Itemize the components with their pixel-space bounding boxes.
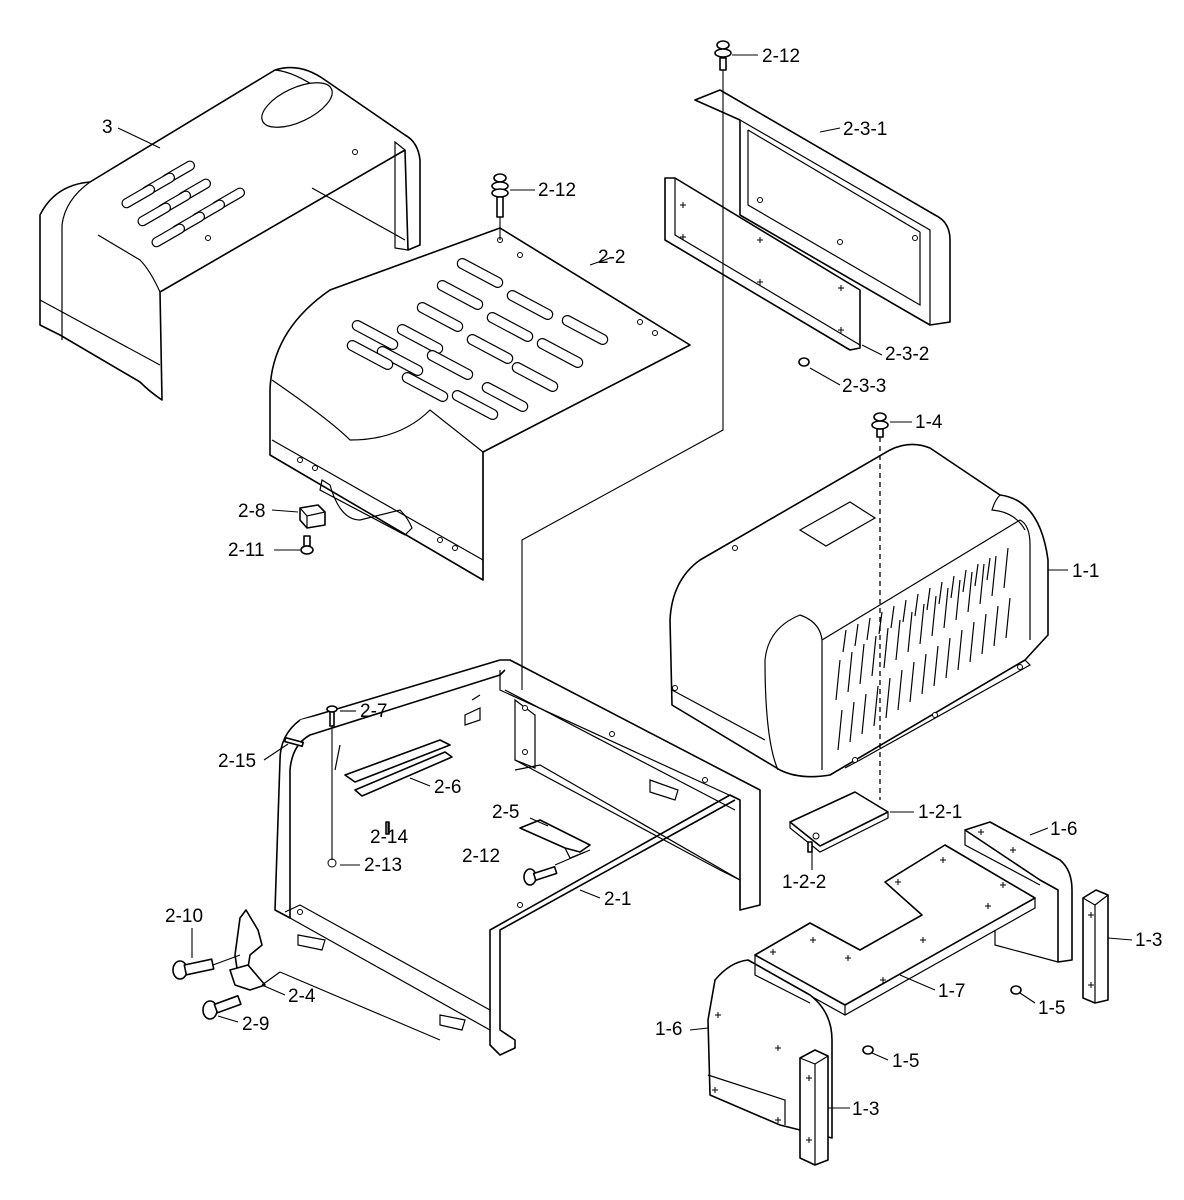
plus-marks-part-1-6-left [712, 1012, 781, 1123]
assembly-lines [212, 70, 881, 1041]
label-2-12-low: 2-12 [462, 846, 500, 867]
label-2-13: 2-13 [364, 855, 402, 876]
label-2-7: 2-7 [360, 701, 387, 722]
frame-part-2-1 [274, 659, 761, 1056]
label-1-4: 1-4 [915, 412, 943, 433]
label-2-3-2: 2-3-2 [885, 344, 929, 365]
bolt-2-9 [202, 994, 242, 1020]
label-1-3-right: 1-3 [1135, 930, 1162, 951]
label-2-10: 2-10 [165, 906, 203, 927]
vent-slots-part-1-1 [835, 547, 1011, 751]
frame-part-2-3-1 [694, 89, 951, 326]
bar-part-1-3-left [799, 1049, 829, 1166]
label-2-8: 2-8 [238, 501, 265, 522]
label-1-2-1: 1-2-1 [918, 802, 962, 823]
pin-1-2-2 [807, 841, 813, 853]
plus-marks-part-1-6-right [978, 829, 1016, 888]
label-1-6-left: 1-6 [655, 1019, 682, 1040]
label-1-5-left: 1-5 [892, 1051, 919, 1072]
label-1-1: 1-1 [1072, 561, 1099, 582]
label-2-6: 2-6 [434, 777, 461, 798]
cover-part-1-1 [669, 443, 1049, 778]
rail-part-2-6 [344, 739, 453, 797]
bar-part-1-3-right [1082, 889, 1109, 1004]
label-1-3-left: 1-3 [852, 1099, 879, 1120]
label-1-6-right: 1-6 [1050, 819, 1077, 840]
label-2-11: 2-11 [228, 540, 265, 561]
label-2-9: 2-9 [242, 1014, 269, 1035]
cover-part-3 [39, 66, 421, 401]
label-3: 3 [102, 117, 113, 138]
label-2-3-1: 2-3-1 [843, 119, 887, 140]
pin-2-15 [283, 736, 305, 748]
latch-part-2-4 [229, 909, 281, 991]
label-1-5-right: 1-5 [1038, 998, 1065, 1019]
label-2-14: 2-14 [370, 827, 408, 848]
label-leaders [117, 54, 1133, 1109]
label-2-15: 2-15 [218, 751, 256, 772]
screw-part-2-11 [300, 535, 314, 555]
label-2-12-mid: 2-12 [538, 180, 576, 201]
bolt-2-12-low [523, 865, 558, 886]
screw-2-3-3 [798, 357, 810, 367]
plate-part-1-2-1 [789, 791, 889, 853]
screw-1-5-right [1010, 985, 1022, 995]
label-2-3-3: 2-3-3 [842, 376, 886, 397]
label-1-7: 1-7 [938, 981, 965, 1002]
bracket-part-2-8 [299, 504, 326, 529]
fender-part-1-6-right [964, 821, 1073, 963]
bolt-2-10 [172, 958, 215, 980]
nut-2-13 [327, 858, 337, 868]
vent-slots-part-2-2 [346, 258, 609, 420]
plus-marks-part-1-7 [770, 857, 991, 983]
plate-part-1-7 [754, 844, 1036, 1016]
label-2-4: 2-4 [288, 986, 316, 1007]
label-2-1: 2-1 [604, 889, 631, 910]
cover-part-2-2 [269, 227, 691, 581]
label-2-12-top: 2-12 [762, 46, 800, 67]
label-1-2-2: 1-2-2 [782, 872, 826, 893]
vent-slots-part-3 [121, 160, 246, 248]
bolt-2-12-mid [491, 173, 509, 218]
plus-marks-part-2-3-2 [680, 202, 844, 333]
screw-1-5-left [862, 1045, 874, 1055]
part-labels: 3 2-12 2-12 2-12 2-3-1 2-3-2 2-3-3 2-2 1… [102, 46, 1162, 1120]
label-2-2: 2-2 [598, 247, 625, 268]
bolt-2-12-top [714, 40, 732, 71]
bolt-1-4 [871, 412, 889, 438]
bracket-part-2-5 [519, 819, 591, 859]
label-2-5: 2-5 [492, 802, 519, 823]
panel-part-2-3-2 [664, 177, 861, 351]
